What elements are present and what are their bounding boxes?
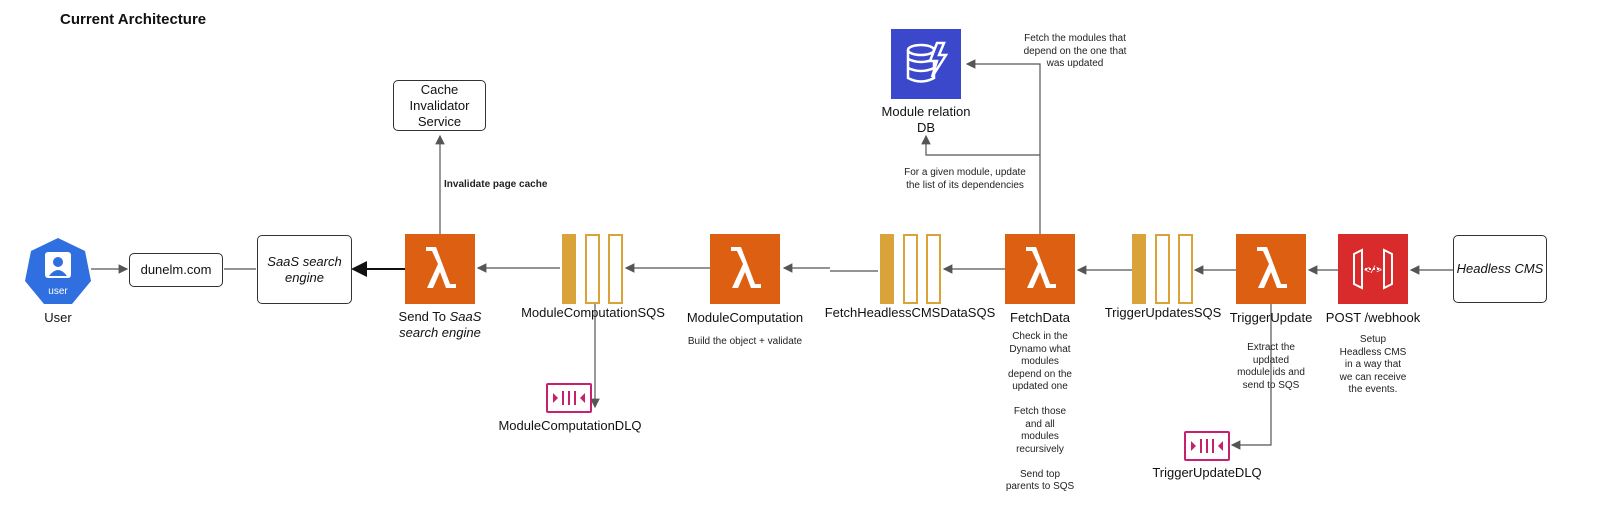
module-db-label: Module relation DB	[866, 104, 986, 136]
trigger-update-dlq-label: TriggerUpdateDLQ	[1152, 465, 1262, 480]
database-icon	[906, 41, 949, 83]
arrow-fetch-db-update	[921, 134, 1040, 156]
headless-cms-box: Headless CMS	[1453, 235, 1547, 303]
trigger-update-lambda	[1236, 234, 1306, 304]
fetch-headless-sqs-label: FetchHeadlessCMSDataSQS	[824, 305, 996, 320]
fetch-data-note-line: depend on the	[1008, 368, 1072, 380]
send-to-label-line2: search engine	[399, 325, 481, 340]
user-node: user	[25, 236, 91, 306]
user-icon: user	[25, 238, 91, 304]
lambda-icon	[1026, 247, 1056, 288]
module-computation-label: ModuleComputation	[686, 310, 804, 325]
dlq-icon	[1191, 439, 1223, 453]
fetch-modules-note-line: was updated	[1046, 58, 1104, 69]
webhook-note-line: the events.	[1348, 384, 1398, 395]
trigger-updates-sqs	[1132, 234, 1194, 304]
fetch-data-note-line: updated one	[1012, 381, 1068, 392]
trigger-update-note-line: Extract the	[1247, 342, 1295, 353]
fetch-data-note-line: Dynamo what	[1009, 343, 1071, 355]
dunelm-label: dunelm.com	[140, 262, 212, 277]
headless-cms-label: Headless CMS	[1456, 261, 1544, 276]
fetch-data-note-line: Send top	[1019, 468, 1061, 480]
svg-text:</>: </>	[1364, 265, 1382, 277]
send-to-label-italic: SaaS	[449, 309, 482, 324]
fetch-data-note-line	[990, 394, 1090, 407]
update-deps-note-line: For a given module, update	[904, 167, 1026, 178]
diagram-title: Current Architecture	[60, 11, 207, 28]
webhook-api: </>	[1338, 234, 1408, 304]
fetch-data-note-line: Check in the	[1012, 331, 1068, 342]
cache-label: Cache Invalidator Service	[409, 81, 470, 129]
fetch-modules-note-line: Fetch the modules that	[1024, 33, 1126, 44]
fetch-data-label: FetchData	[1010, 310, 1070, 325]
fetch-data-note-line: modules	[1021, 356, 1059, 367]
fetch-data-note-line	[990, 456, 1090, 469]
lambda-icon	[1257, 247, 1287, 288]
dlq-icon	[553, 391, 585, 405]
fetch-data-note-line: parents to SQS	[1005, 481, 1075, 492]
fetch-data-note-line: recursively	[1016, 443, 1064, 455]
webhook-note-line: we can receive	[1339, 371, 1407, 383]
arrow-trigger-dlq	[1230, 304, 1272, 450]
saas-label: SaaS search engine	[267, 253, 342, 285]
fetch-modules-note-line: depend on the one that	[1023, 45, 1127, 57]
webhook-note-line: Headless CMS	[1339, 346, 1407, 358]
trigger-update-note-line: send to SQS	[1242, 379, 1300, 391]
trigger-update-label: TriggerUpdate	[1229, 310, 1313, 325]
module-relation-db	[891, 29, 961, 99]
fetch-data-note-line: modules	[1021, 431, 1059, 442]
fetch-headless-sqs	[880, 234, 942, 304]
module-db-label-line2: DB	[916, 120, 936, 135]
trigger-update-note-line: updated	[1252, 354, 1290, 366]
user-badge: user	[48, 286, 68, 297]
arrow-fetch-db	[965, 59, 1041, 234]
module-computation-note: Build the object + validate	[687, 336, 803, 347]
webhook-note-line: in a way that	[1344, 359, 1402, 370]
send-to-label-part1: Send To	[398, 309, 450, 324]
module-computation-sqs-label: ModuleComputationSQS	[521, 305, 665, 320]
update-deps-note-line: the list of its dependencies	[906, 179, 1024, 191]
fetch-data-lambda	[1005, 234, 1075, 304]
lambda-icon	[731, 247, 761, 288]
fetch-data-note-line: Fetch those	[1013, 406, 1067, 417]
api-gateway-icon: </>	[1353, 248, 1393, 290]
module-computation-dlq	[546, 383, 592, 413]
dunelm-box: dunelm.com	[129, 253, 223, 287]
user-label: User	[44, 310, 72, 325]
invalidate-note: Invalidate page cache	[444, 179, 548, 190]
module-computation-lambda	[710, 234, 780, 304]
send-to-label: Send To SaaS search engine	[380, 309, 500, 341]
send-to-lambda	[405, 234, 475, 304]
webhook-note-line: Setup	[1359, 334, 1387, 345]
module-computation-sqs	[562, 234, 624, 304]
module-computation-dlq-label: ModuleComputationDLQ	[498, 418, 642, 433]
cache-invalidator-box: Cache Invalidator Service	[393, 80, 486, 131]
webhook-label: POST /webhook	[1325, 310, 1421, 325]
trigger-updates-sqs-label: TriggerUpdatesSQS	[1104, 305, 1222, 320]
saas-search-engine-box: SaaS search engine	[257, 235, 352, 304]
lambda-icon	[426, 247, 456, 288]
fetch-data-note-line: and all	[1025, 418, 1055, 430]
module-db-label-line1: Module relation	[881, 104, 971, 119]
trigger-update-note-line: module ids and	[1237, 367, 1305, 378]
trigger-update-dlq	[1184, 431, 1230, 461]
